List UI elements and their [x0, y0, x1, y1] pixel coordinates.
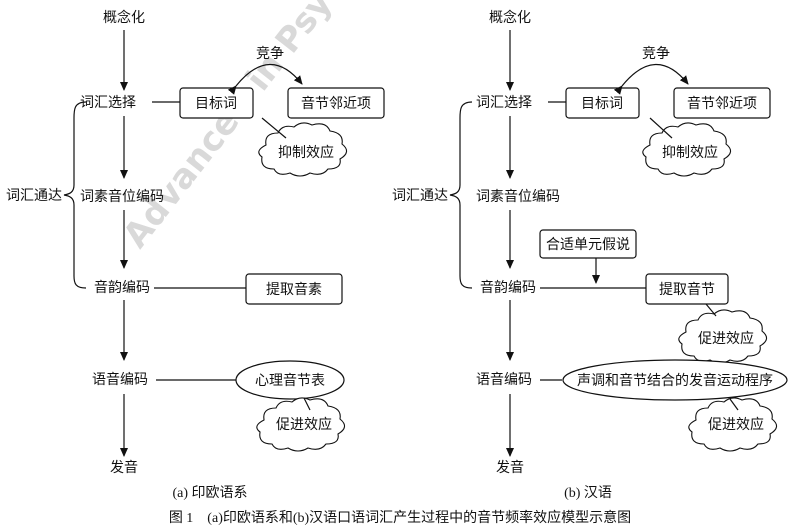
lexical-selection-label: 词汇选择: [80, 95, 136, 111]
morpheme-encoding-label: 词素音位编码: [80, 188, 164, 205]
lexical-access-bracket: [449, 101, 473, 289]
facilitate-effect-label: 促进效应: [708, 416, 764, 433]
inhibit-effect-label: 抑制效应: [662, 144, 718, 161]
mental-syllabary-ellipse: [235, 360, 345, 400]
motor-program-ellipse: [562, 359, 788, 401]
extract-phoneme-box: [245, 273, 343, 305]
extract-syllable-label: 提取音节: [659, 281, 715, 298]
inhibit-effect-cloud: [258, 122, 348, 177]
target-word-box: [179, 87, 254, 119]
conceptualization-label: 概念化: [103, 9, 145, 26]
compete-label: 竞争: [256, 45, 284, 62]
phonetic-encoding-label: 语音编码: [476, 371, 532, 388]
inhibit-effect-label: 抑制效应: [278, 144, 334, 161]
lexical-access-label: 词汇通达: [392, 188, 448, 204]
compete-arrow: [227, 63, 303, 95]
figure-caption: 图 1 (a)印欧语系和(b)汉语口语词汇产生过程中的音节频率效应模型示意图: [169, 509, 631, 526]
facilitate-effect-cloud: [688, 397, 778, 452]
target-word-label: 目标词: [195, 96, 237, 112]
syllable-neighbor-box: [287, 87, 385, 119]
panel-b-caption: (b) 汉语: [564, 485, 612, 501]
articulation-label: 发音: [110, 459, 138, 476]
phonetic-encoding-label: 语音编码: [92, 371, 148, 388]
lexical-access-bracket: [63, 101, 87, 289]
target-word-box: [565, 87, 640, 119]
prosody-encoding-label: 音韵编码: [94, 279, 150, 296]
conceptualization-label: 概念化: [489, 9, 531, 26]
connector: [303, 397, 311, 411]
articulation-label: 发音: [496, 459, 524, 476]
extract-phoneme-label: 提取音素: [266, 281, 322, 298]
prosody-encoding-label: 音韵编码: [480, 279, 536, 296]
mental-syllabary-label: 心理音节表: [255, 372, 325, 389]
syllable-neighbor-label: 音节邻近项: [687, 95, 757, 112]
facilitate-effect-label: 促进效应: [698, 330, 754, 347]
panel-b: 概念化 词汇通达 词汇选择 目标词 音节邻近项 竞争 抑制效应 词素音位编码 合…: [392, 9, 788, 501]
panel-a: 概念化 词汇通达 词汇选择 目标词 音节邻近项 竞争 抑制效应 词素音位编码 音…: [6, 9, 385, 501]
proper-unit-label: 合适单元假说: [546, 237, 630, 253]
connector: [729, 398, 739, 411]
target-word-label: 目标词: [581, 96, 623, 112]
lexical-selection-label: 词汇选择: [476, 95, 532, 111]
connector: [261, 117, 287, 139]
extract-syllable-box: [645, 273, 729, 305]
connector: [649, 117, 673, 139]
panel-a-caption: (a) 印欧语系: [172, 485, 247, 501]
compete-arrow: [613, 63, 689, 95]
syllable-neighbor-label: 音节邻近项: [301, 95, 371, 112]
compete-label: 竞争: [642, 45, 670, 62]
facilitate-effect-label: 促进效应: [276, 416, 332, 433]
motor-program-label: 声调和音节结合的发音运动程序: [577, 372, 773, 389]
connector: [705, 303, 717, 317]
inhibit-effect-cloud: [642, 122, 732, 177]
proper-unit-box: [539, 229, 637, 259]
morpheme-encoding-label: 词素音位编码: [476, 188, 560, 205]
lexical-access-label: 词汇通达: [6, 188, 62, 204]
syllable-neighbor-box: [673, 87, 771, 119]
facilitate-effect-cloud: [256, 397, 346, 452]
